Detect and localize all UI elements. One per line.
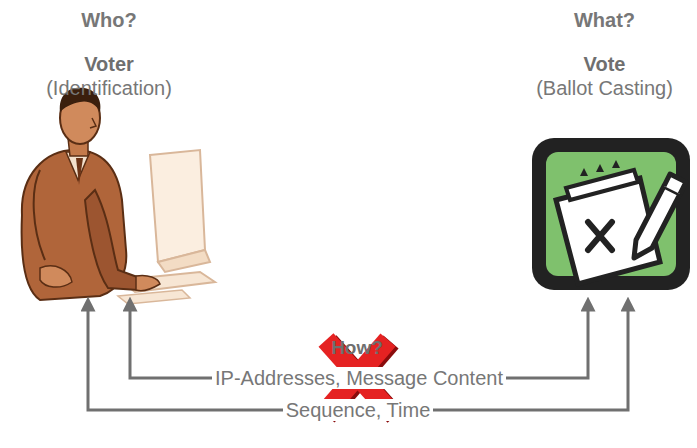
question-heading: Who? [0,8,218,32]
voter-illustration [22,88,160,300]
ballot-icon [532,138,690,290]
node-title: Vote [512,52,697,76]
node-title: Voter [0,52,218,76]
node-subtitle: (Identification) [0,76,218,100]
voter-group: Who? Voter(Identification) [0,8,218,305]
node-subtitle: (Ballot Casting) [512,76,697,100]
question-label: How? [331,337,383,359]
edge-label: Sequence, Time [283,399,434,421]
vote-group: What? Vote(Ballot Casting) [512,8,697,305]
question-heading: What? [512,8,697,32]
edge-label: IP-Addresses, Message Content [212,367,506,389]
